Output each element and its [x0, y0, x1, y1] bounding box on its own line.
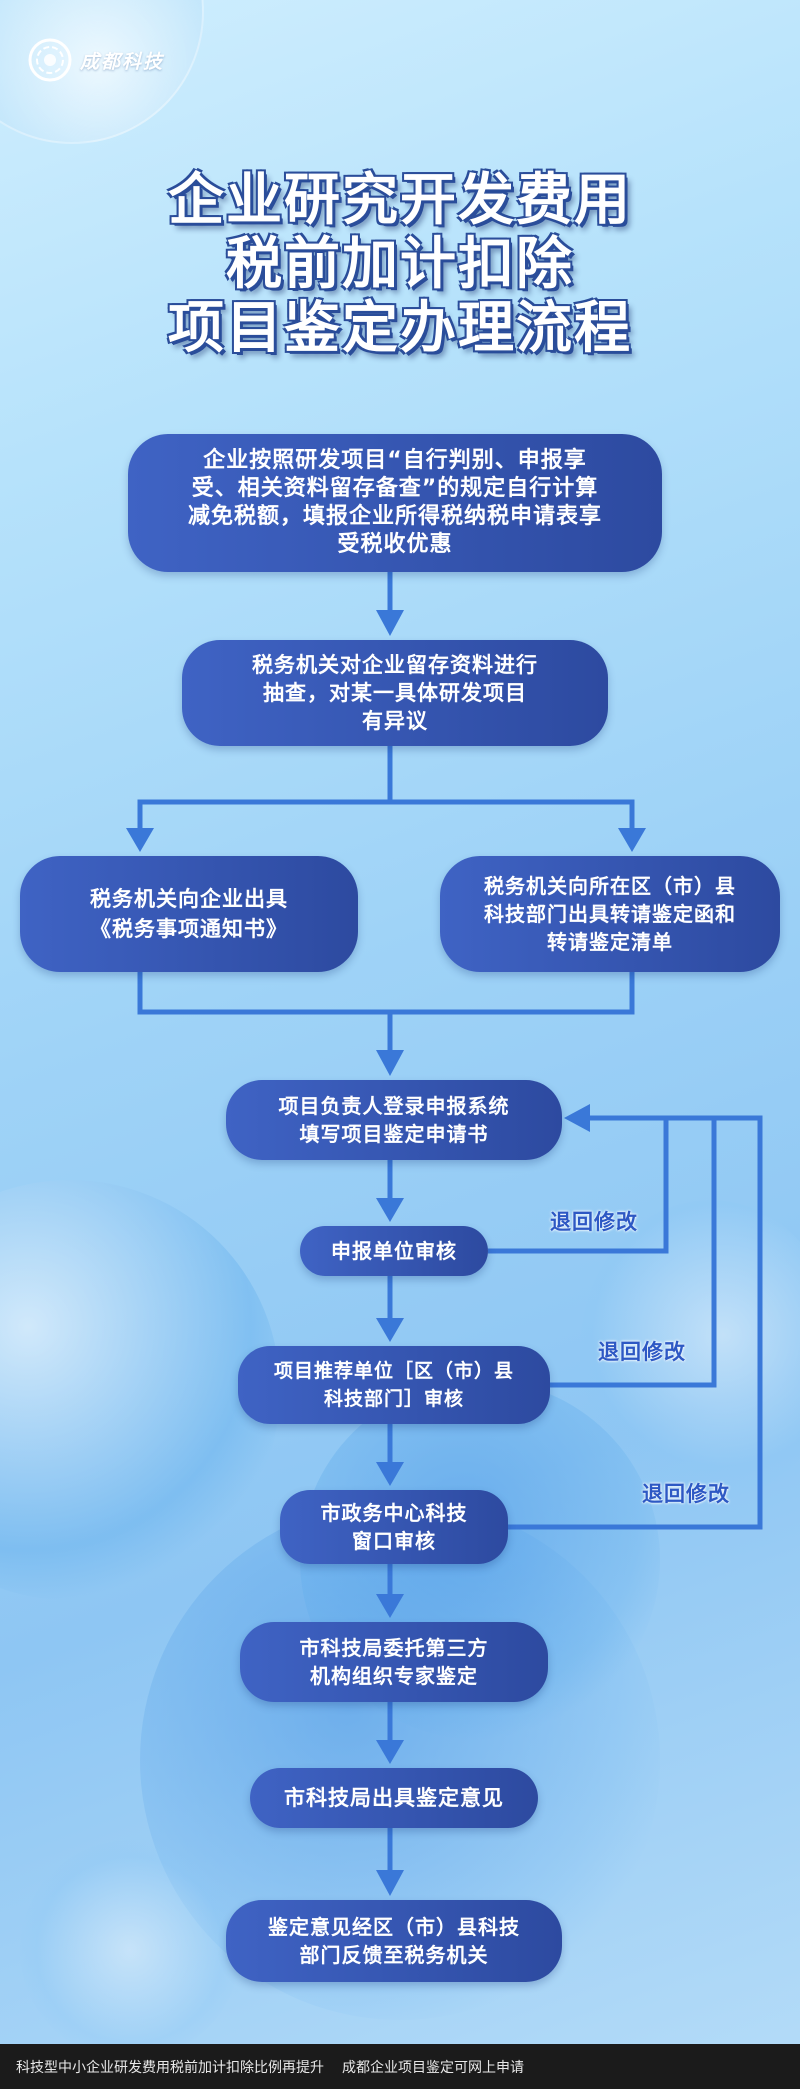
return-label: 退回修改	[550, 1210, 638, 1234]
arrow-head	[376, 1594, 404, 1618]
brand-name: 成都科技	[80, 50, 165, 73]
arrow-head	[376, 1198, 404, 1222]
return-line	[550, 1118, 717, 1388]
arrow-head	[376, 610, 404, 636]
footer-bar: 科技型中小企业研发费用税前加计扣除比例再提升 成都企业项目鉴定可网上申请	[0, 2044, 800, 2089]
return-line	[508, 1115, 763, 1530]
flow-node-window-review: 市政务中心科技 窗口审核	[280, 1490, 508, 1564]
flow-node-appraisal-opinion: 市科技局出具鉴定意见	[250, 1768, 538, 1828]
flow-node-referral-letter: 税务机关向所在区（市）县 科技部门出具转请鉴定函和 转请鉴定清单	[440, 856, 780, 972]
brand-logo: 成都科技	[28, 38, 164, 82]
node-text: 税务机关对企业留存资料进行	[252, 653, 538, 677]
node-text: 市科技局委托第三方	[299, 1636, 489, 1660]
flow-node-unit-review: 申报单位审核	[300, 1226, 488, 1276]
node-text: 减免税额，填报企业所得税纳税申请表享	[187, 504, 602, 529]
node-text: 受税收优惠	[337, 532, 453, 557]
node-text: 受、相关资料留存备查”的规定自行计算	[191, 476, 599, 501]
return-label: 退回修改	[598, 1340, 686, 1364]
flow-node-expert-appraisal: 市科技局委托第三方 机构组织专家鉴定	[240, 1622, 548, 1702]
return-label: 退回修改	[642, 1482, 730, 1506]
flow-node-tax-notice: 税务机关向企业出具 《税务事项通知书》	[20, 856, 358, 972]
flow-node-self-assessment: 企业按照研发项目“自行判别、申报享 受、相关资料留存备查”的规定自行计算 减免税…	[128, 434, 662, 572]
node-text: 有异议	[362, 709, 428, 733]
node-text: 税务机关向企业出具	[90, 887, 288, 911]
node-text: 窗口审核	[352, 1529, 436, 1553]
node-text: 科技部门出具转请鉴定函和	[484, 902, 736, 926]
ring-logo-icon	[28, 38, 72, 82]
node-text: 科技部门］审核	[323, 1388, 464, 1410]
title-line: 企业研究开发费用	[168, 167, 632, 233]
flow-node-online-application: 项目负责人登录申报系统 填写项目鉴定申请书	[226, 1080, 562, 1160]
arrow-head	[126, 828, 154, 852]
arrow-head	[376, 1462, 404, 1486]
arrow-head	[564, 1104, 590, 1132]
node-text: 《税务事项通知书》	[90, 917, 288, 941]
node-text: 项目推荐单位［区（市）县	[273, 1360, 514, 1382]
flow-node-recommender-review: 项目推荐单位［区（市）县 科技部门］审核	[238, 1346, 550, 1424]
title-line: 项目鉴定办理流程	[168, 295, 632, 361]
footer-link[interactable]: 成都企业项目鉴定可网上申请	[342, 2059, 524, 2076]
arrow-head	[618, 828, 646, 852]
node-text: 鉴定意见经区（市）县科技	[268, 1915, 520, 1939]
node-text: 企业按照研发项目“自行判别、申报享	[203, 448, 587, 473]
flow-line	[137, 746, 393, 830]
node-text: 转请鉴定清单	[547, 930, 673, 954]
title-line: 税前加计扣除	[226, 231, 574, 297]
arrow-head	[376, 1050, 404, 1076]
node-text: 申报单位审核	[331, 1239, 457, 1263]
flow-line	[390, 799, 635, 830]
node-text: 市科技局出具鉴定意见	[284, 1786, 504, 1810]
arrow-head	[376, 1740, 404, 1764]
flow-node-feedback: 鉴定意见经区（市）县科技 部门反馈至税务机关	[226, 1900, 562, 1982]
arrow-head	[376, 1318, 404, 1342]
node-text: 项目负责人登录申报系统	[278, 1094, 510, 1118]
node-text: 机构组织专家鉴定	[310, 1664, 478, 1688]
flow-node-tax-inspection: 税务机关对企业留存资料进行 抽查，对某一具体研发项目 有异议	[182, 640, 608, 746]
return-line	[488, 1118, 669, 1254]
footer-link[interactable]: 科技型中小企业研发费用税前加计扣除比例再提升	[16, 2059, 324, 2076]
page-title: 企业研究开发费用 税前加计扣除 项目鉴定办理流程	[0, 168, 800, 360]
node-text: 市政务中心科技	[320, 1501, 468, 1525]
arrow-head	[376, 1870, 404, 1896]
node-text: 部门反馈至税务机关	[299, 1943, 489, 1967]
node-text: 填写项目鉴定申请书	[299, 1122, 489, 1146]
node-text: 税务机关向所在区（市）县	[484, 874, 736, 898]
flow-line	[137, 972, 635, 1015]
node-text: 抽查，对某一具体研发项目	[263, 681, 527, 705]
